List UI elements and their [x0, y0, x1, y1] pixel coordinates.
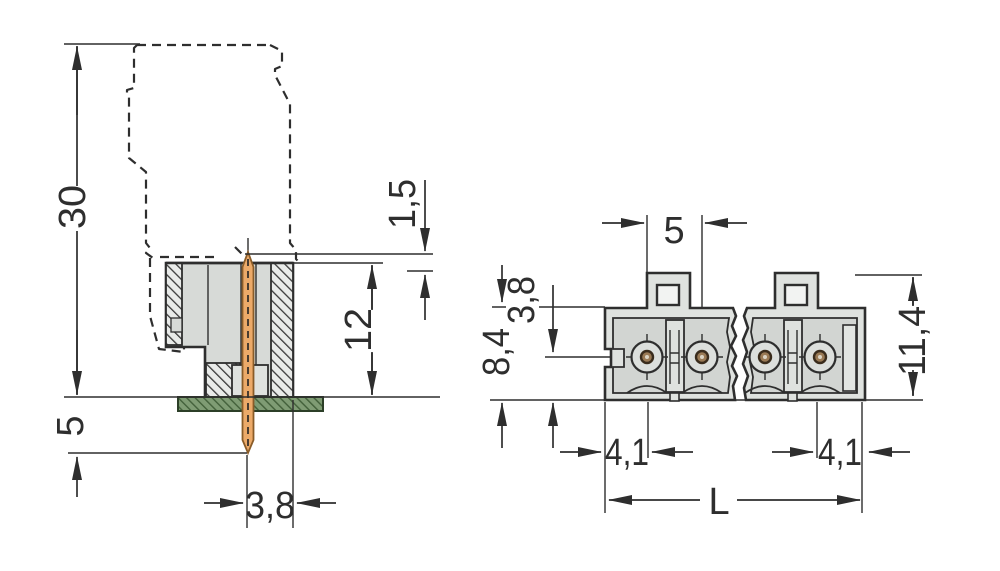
header-module-left — [603, 271, 739, 402]
front-view: 5 3,8 8,4 11,4 4,1 4,1 L — [476, 210, 934, 523]
dim-4-1-left-label: 4,1 — [605, 432, 649, 474]
dim-3-8-side-label: 3,8 — [245, 485, 295, 527]
bottom-tab-left — [669, 392, 680, 402]
header-body-section — [164, 261, 295, 399]
side-view-dimensions: 30 5 12 1,5 3,8 — [50, 43, 440, 528]
dim-L-label: L — [708, 481, 729, 523]
pin-contact — [744, 334, 786, 380]
front-view-dimensions: 5 3,8 8,4 11,4 4,1 4,1 L — [476, 210, 934, 523]
pin-body — [241, 249, 255, 456]
dim-30-label: 30 — [52, 185, 94, 229]
hatched-left-wall — [165, 262, 183, 346]
side-slot-right — [842, 324, 857, 392]
header-module-right — [741, 271, 867, 402]
dim-4-1-right-label: 4,1 — [818, 432, 862, 474]
dim-1-5-label: 1,5 — [382, 179, 424, 229]
solder-pin — [241, 238, 255, 456]
contact-divider-left — [665, 319, 685, 393]
dim-8-4-label: 8,4 — [476, 328, 518, 376]
dim-pitch-5-label: 5 — [663, 210, 684, 252]
dim-11-4-label: 11,4 — [892, 306, 934, 376]
bottom-tab-right — [787, 392, 798, 402]
pin-contact — [799, 334, 841, 380]
dim-5-below-label: 5 — [50, 415, 92, 436]
dim-12-label: 12 — [338, 308, 380, 352]
side-view: 30 5 12 1,5 3,8 — [50, 43, 440, 528]
mounting-lug-hole-right — [783, 283, 809, 307]
hatched-right-wall — [270, 262, 294, 398]
contact-divider-right — [783, 319, 803, 393]
pin-contact — [681, 334, 723, 380]
pin-contact — [626, 334, 668, 380]
pin-contacts-front — [626, 334, 841, 380]
dim-3-8-front-label: 3,8 — [501, 276, 543, 324]
wall-notch — [170, 317, 183, 333]
mounting-lug-hole-left — [655, 283, 681, 307]
